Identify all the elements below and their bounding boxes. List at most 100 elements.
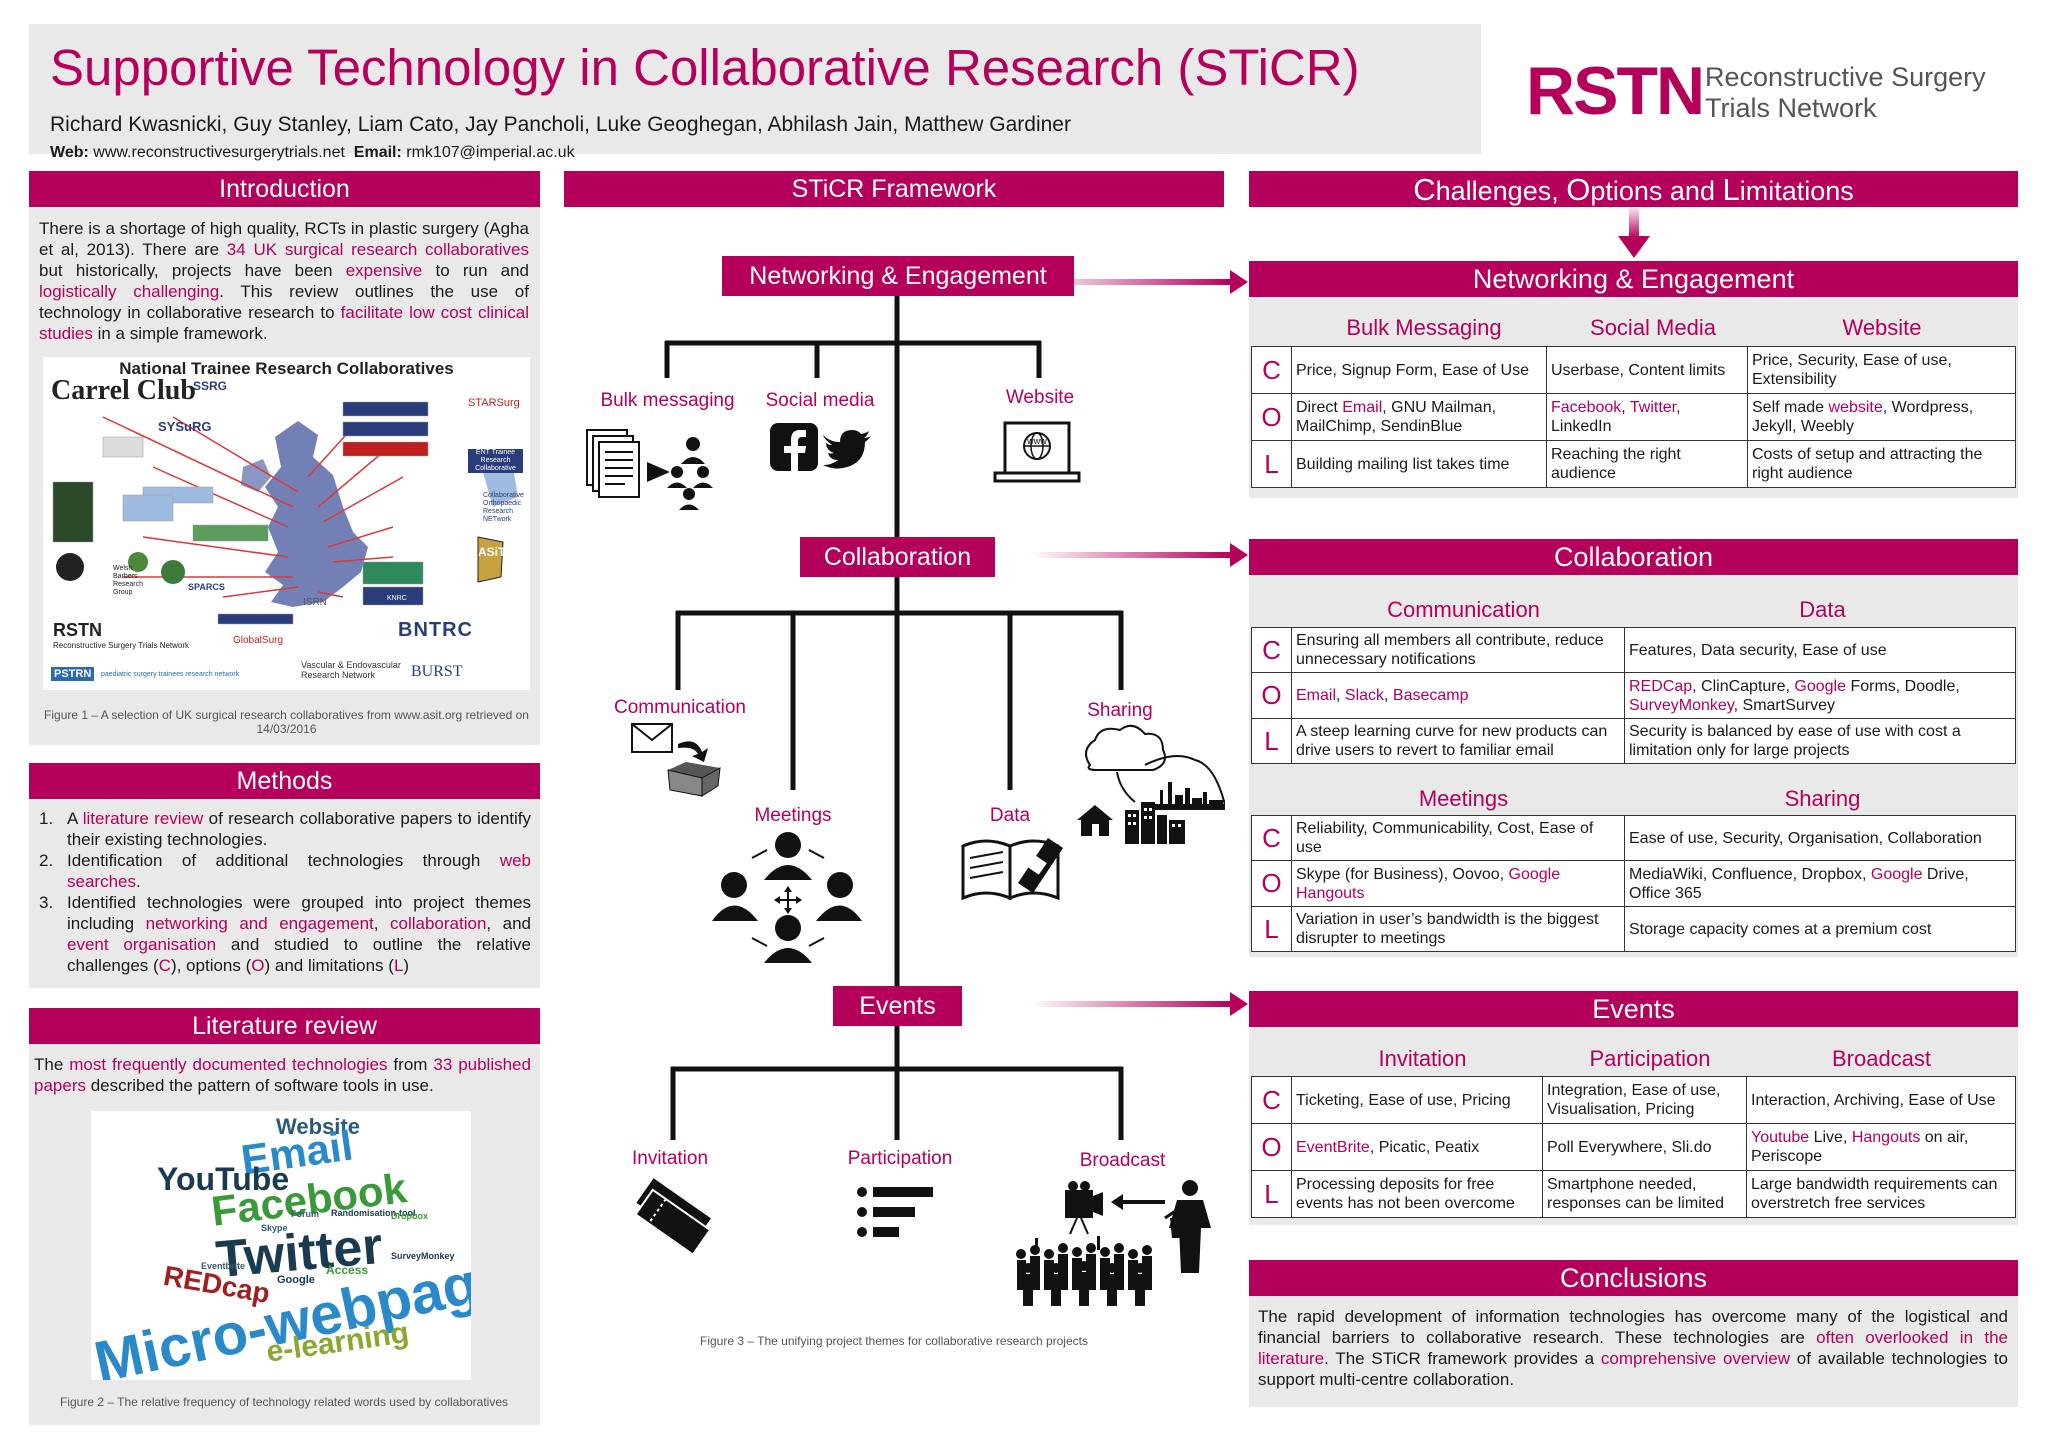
col-communication-head: Communication [1387, 597, 1540, 622]
wc-word: SurveyMonkey [391, 1251, 455, 1261]
rstn-mini-logo: RSTN [53, 620, 102, 640]
col-networking-table: C Price, Signup Form, Ease of Use Userba… [1251, 346, 2016, 488]
arrow-events [1030, 992, 1248, 1016]
fw-collaboration-node: Collaboration [800, 537, 995, 577]
methods-item: 2. Identification of additional technolo… [39, 851, 531, 891]
introduction-heading: Introduction [29, 171, 540, 207]
conclusions-text: The rapid development of information tec… [1258, 1307, 2008, 1389]
logo-text: Reconstructive Surgery Trials Network [1705, 62, 1986, 124]
fw-broadcast: Broadcast [1079, 1150, 1166, 1171]
logo-acronym: RSTN [1526, 53, 1705, 129]
wc-word: Forum [291, 1209, 319, 1219]
web-label: Web: [50, 144, 89, 161]
col-collaboration-table-2: C Reliability, Communicability, Cost, Ea… [1251, 815, 2016, 952]
table-row: O Email, Slack, Basecamp REDCap, ClinCap… [1251, 672, 2016, 719]
wc-word: Skype [261, 1223, 288, 1233]
col-bulk-messaging-head: Bulk Messaging [1346, 315, 1502, 340]
table-row: L Variation in user’s bandwidth is the b… [1251, 906, 2016, 952]
fw-website: Website [1005, 387, 1075, 408]
burst-label: BURST [411, 663, 463, 680]
table-row: O Skype (for Business), Oovoo, Google Ha… [1251, 860, 2016, 907]
contact-line: Web: www.reconstructivesurgerytrials.net… [50, 144, 575, 162]
table-row: C Ensuring all members all contribute, r… [1251, 627, 2016, 673]
wc-word: Eventbrite [201, 1261, 246, 1271]
web-link[interactable]: www.reconstructivesurgerytrials.net [93, 144, 345, 161]
sysurg-label: SYSuRG [158, 419, 212, 434]
wc-word: Dropbox [391, 1211, 428, 1221]
asit-label: ASiT [478, 545, 506, 559]
bulk-messaging-icon [586, 429, 713, 510]
framework-heading: STiCR Framework [564, 171, 1224, 207]
table-row: C Reliability, Communicability, Cost, Ea… [1251, 815, 2016, 861]
sparcs-label: SPARCS [188, 582, 225, 592]
col-events-table: C Ticketing, Ease of use, Pricing Integr… [1251, 1076, 2016, 1218]
poster-header: Supportive Technology in Collaborative R… [29, 24, 1481, 161]
facebook-twitter-icon [770, 423, 871, 471]
table-row: L A steep learning curve for new product… [1251, 718, 2016, 764]
arrow-collaboration [1030, 543, 1248, 567]
fw-meetings: Meetings [754, 805, 832, 826]
poster-title: Supportive Technology in Collaborative R… [50, 39, 1360, 96]
literature-text: The most frequently documented technolog… [34, 1055, 531, 1095]
fw-data: Data [989, 805, 1031, 826]
table-row: C Price, Signup Form, Ease of Use Userba… [1251, 346, 2016, 394]
col-participation-head: Participation [1589, 1046, 1711, 1071]
email-link[interactable]: rmk107@imperial.ac.uk [406, 144, 575, 161]
logo-line1: Reconstructive Surgery [1705, 62, 1986, 92]
col-collaboration-heading: Collaboration [1249, 539, 2018, 575]
broadcast-icon [1016, 1180, 1211, 1306]
methods-item: 1. A literature review of research colla… [39, 809, 531, 849]
literature-heading: Literature review [29, 1008, 540, 1044]
fw-bulk-messaging: Bulk messaging [600, 390, 735, 411]
col-meetings-head: Meetings [1418, 786, 1509, 811]
word-cloud: Website Email YouTube Facebook Twitter R… [91, 1111, 471, 1380]
bntrc-label: BNTRC [398, 619, 473, 641]
wc-word: Access [326, 1263, 369, 1277]
meetings-icon [712, 832, 862, 963]
ent-label: ENT Trainee Research Collaborative [468, 449, 523, 473]
logo-line2: Trials Network [1705, 93, 1877, 123]
corner-label: Collaborative Orthopaedic Research NETwo… [483, 492, 524, 523]
data-book-icon [961, 838, 1063, 901]
arrow-networking [1030, 270, 1248, 294]
rstn-logo: RSTN Reconstructive Surgery Trials Netwo… [1522, 50, 2022, 130]
col-broadcast-head: Broadcast [1831, 1046, 1932, 1071]
col-sharing-head: Sharing [1784, 786, 1861, 811]
col-heading: Challenges, Options and Limitations [1249, 171, 2018, 207]
wc-word: Website [276, 1114, 360, 1139]
figure1-caption: Figure 1 – A selection of UK surgical re… [44, 708, 529, 736]
carrel-club-logo: Carrel Club [51, 375, 196, 406]
communication-icon [631, 723, 721, 797]
fw-participation: Participation [847, 1148, 953, 1169]
methods-panel [29, 763, 540, 988]
tickets-icon [634, 1178, 712, 1253]
col-data-head: Data [1799, 597, 1846, 622]
ssrg-label: SSRG [193, 379, 228, 393]
figure3-caption: Figure 3 – The unifying project themes f… [700, 1334, 1088, 1348]
methods-item: 3. Identified technologies were grouped … [39, 893, 532, 975]
wc-word: YouTube [157, 1161, 290, 1197]
figure1-map: National Trainee Research Collaboratives… [43, 357, 530, 690]
www-text: www [1026, 436, 1047, 446]
methods-heading: Methods [29, 763, 540, 799]
fw-networking-node: Networking & Engagement [722, 256, 1074, 296]
fw-communication: Communication [614, 697, 746, 718]
col-networking-heading: Networking & Engagement [1249, 261, 2018, 297]
isrn-label: ISRN [303, 597, 327, 608]
website-laptop-icon: www [993, 421, 1081, 483]
wc-word: Google [277, 1274, 315, 1286]
col-events-heading: Events [1249, 991, 2018, 1027]
welsh-barbers-label: Welsh Barbers Research Group [113, 565, 143, 596]
col-social-media-head: Social Media [1590, 315, 1716, 340]
col-invitation-head: Invitation [1378, 1046, 1467, 1071]
methods-list: 1. A literature review of research colla… [39, 808, 531, 976]
rstn-mini-sub: Reconstructive Surgery Trials Network [53, 641, 190, 650]
fw-invitation: Invitation [631, 1148, 709, 1169]
table-row: O EventBrite, Picatic, Peatix Poll Every… [1251, 1123, 2016, 1171]
table-row: L Processing deposits for free events ha… [1251, 1170, 2016, 1218]
table-row: L Building mailing list takes time Reach… [1251, 440, 2016, 488]
fw-social-media: Social media [765, 390, 875, 411]
knrc-label: KNRC [385, 594, 409, 603]
wc-word: Randomisation-tool [331, 1208, 416, 1218]
